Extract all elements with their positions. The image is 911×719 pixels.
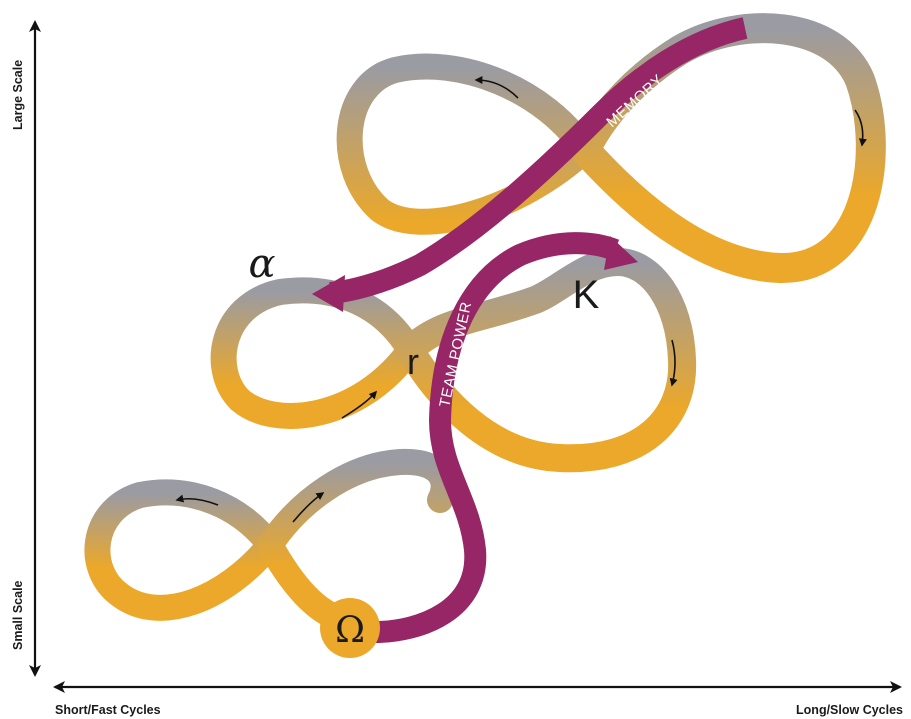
memory-band-path	[328, 17, 748, 304]
large-loop-arrow-top	[474, 76, 519, 99]
team-power-band-path	[374, 232, 620, 643]
team-power-arrowhead	[604, 236, 638, 270]
large-loop-arrow-right	[854, 109, 867, 147]
small-loop-right-lobe	[257, 448, 457, 633]
mid-loop-right-lobe	[396, 248, 697, 473]
x-right-label: Long/Slow Cycles	[796, 703, 903, 717]
omega-circle	[320, 598, 380, 658]
large-scale-loop	[336, 13, 886, 284]
large-loop-right-lobe	[570, 13, 886, 284]
y-bottom-label: Small Scale	[11, 580, 25, 650]
mid-loop-arrow-left	[341, 390, 378, 419]
alpha-symbol: α	[248, 241, 275, 287]
omega-symbol: Ω	[335, 610, 365, 651]
axes: Large Scale Small Scale Short/Fast Cycle…	[11, 20, 903, 717]
mid-loop-arrow-right	[669, 339, 678, 387]
small-loop-arrow-left	[175, 494, 219, 506]
small-scale-loop	[84, 448, 457, 633]
r-symbol: r	[407, 341, 419, 382]
y-top-label: Large Scale	[11, 60, 25, 130]
omega-node: Ω	[320, 598, 380, 658]
k-symbol: K	[573, 273, 600, 317]
x-left-label: Short/Fast Cycles	[55, 703, 161, 717]
small-loop-left-lobe	[84, 479, 283, 621]
small-loop-arrow-right	[292, 492, 325, 523]
memory-arrowhead	[312, 275, 345, 312]
mid-loop-left-lobe	[210, 277, 423, 429]
large-loop-left-lobe	[336, 53, 598, 235]
